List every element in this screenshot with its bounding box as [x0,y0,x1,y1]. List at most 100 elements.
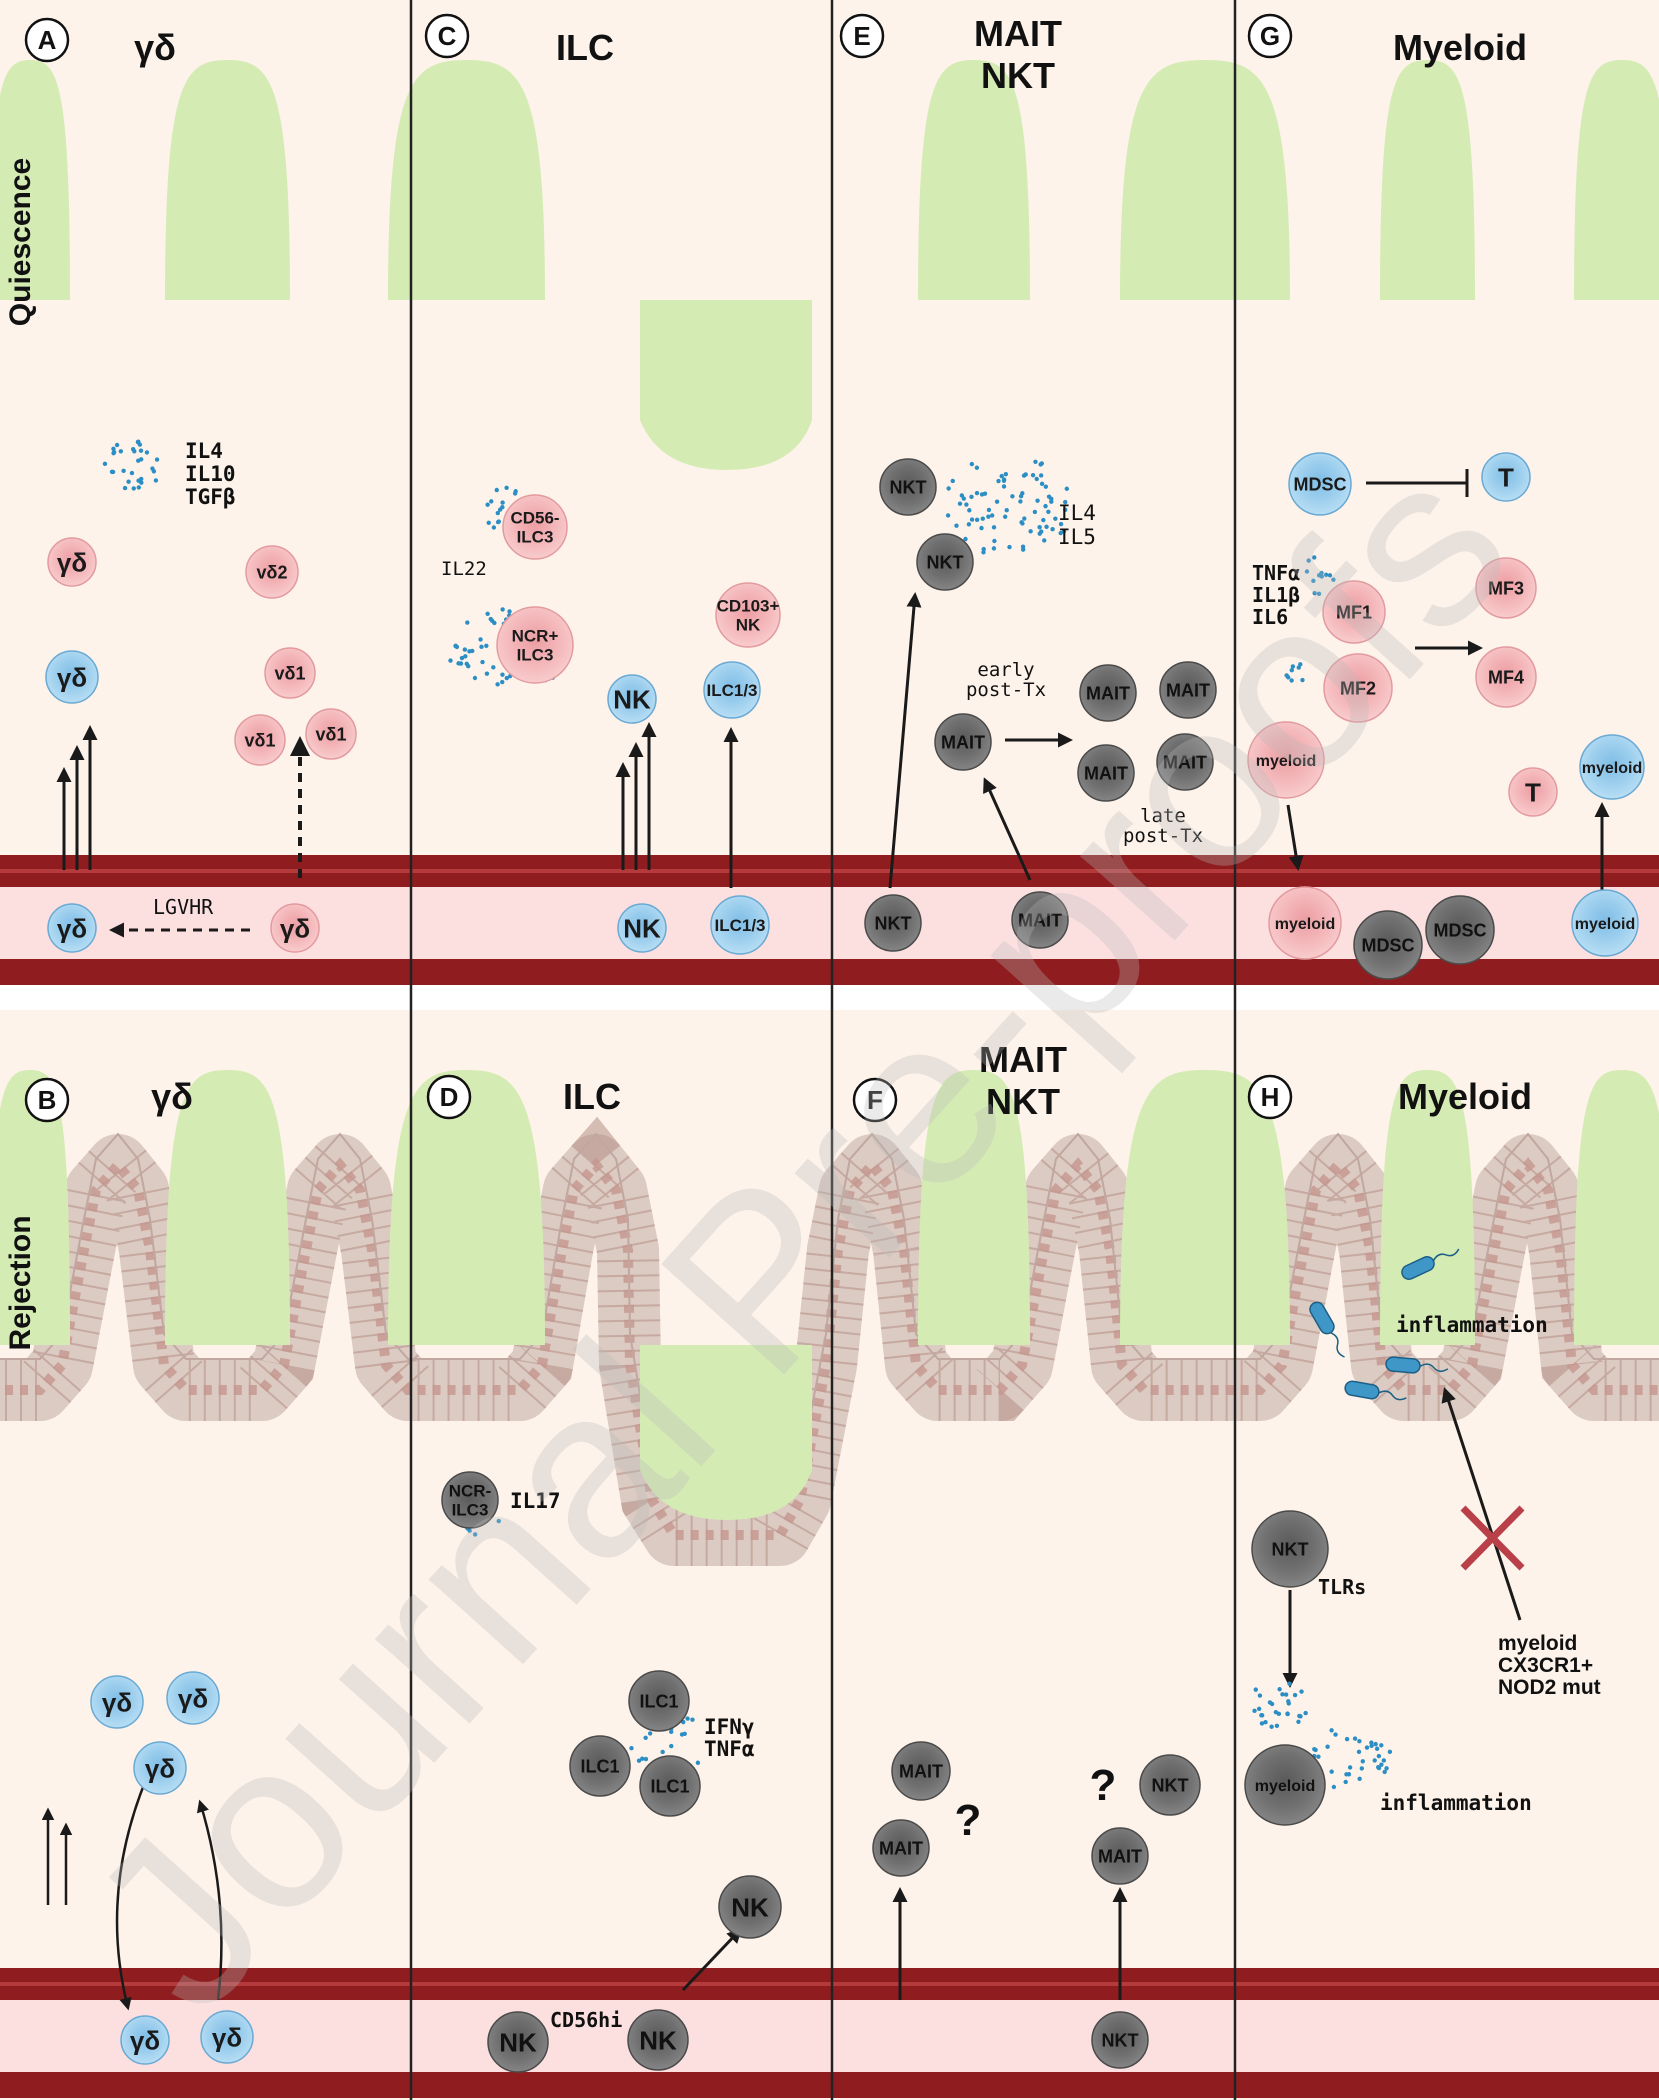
dots-d-ilc1-dot [643,1735,648,1741]
dots-e-dot [986,514,991,519]
arrow-g-myeloid-down [1286,804,1304,871]
intestinal-epithelium [0,0,1659,1566]
quiescence-lumen-1 [0,60,70,300]
dots-h-1-dot [1259,1721,1265,1726]
cell-label: NKT [1102,2030,1139,2050]
panel-letter: F [867,1085,883,1115]
cell-label: CD56- [510,509,559,528]
cell-label: ILC1/3 [714,916,765,935]
dots-c-il22-dot [486,520,491,525]
dots-c-ncr-dot [459,655,465,661]
label-early-post-tx: early [977,659,1034,681]
cell-label: MAIT [1086,683,1130,703]
dots-c-ncr-dot [491,665,496,670]
dots-a-dot [136,485,142,490]
dots-a-dot [122,485,128,491]
cytokines-d: TNFα [704,1737,755,1761]
dots-e-dot [964,502,969,507]
dots-h-2-dot [1357,1776,1362,1781]
cell-body [703,661,761,719]
dots-e-dot [1043,503,1048,509]
dots-h-2-dot [1382,1769,1387,1775]
cell-blue: γδ [133,1741,187,1795]
dots-h-2-dot [1344,1772,1349,1777]
dots-c-ncr-dot [492,620,497,626]
dots-e-dot [1063,499,1068,505]
cell-label: γδ [57,662,87,692]
cytokine-tlrs: TLRs [1318,1575,1366,1599]
dots-d-ilc1-dot [679,1732,685,1737]
cell-blue: γδ [90,1675,144,1729]
question-mark-nkt: ? [1090,1761,1117,1810]
dots-h-2-dot [1372,1758,1377,1763]
cell-label: MF2 [1340,678,1376,698]
cell-label: NKT [1152,1775,1189,1795]
cell-label: myeloid [1575,916,1635,933]
dots-h-1-dot [1297,1713,1302,1719]
cell-blue: ILC1/3 [703,661,761,719]
dots-e-dot [946,486,951,491]
cell-pink: MF3 [1475,557,1537,619]
dots-h-1 [1252,1681,1308,1729]
cell-blue: NK [607,674,657,724]
bacterium-3 [1344,1380,1407,1401]
dots-c-ncr-dot [495,682,500,687]
cell-body [1091,2011,1149,2069]
cell-gray: NKT [1251,1510,1329,1588]
cell-body [627,2009,689,2071]
cell-label: MAIT [1098,1846,1142,1866]
dots-e-dot [961,496,966,501]
dots-e-dot [945,513,951,518]
dots-h-2-dot [1329,1728,1334,1733]
cytokines-d: IFNγ [704,1715,755,1739]
rejection-lumen-4 [918,1070,1030,1345]
dots-a-dot [136,478,141,483]
dots-c-ncr-dot [472,675,478,681]
dots-c-il22-dot [504,485,509,490]
dots-a-dot [132,449,137,454]
cell-label: NKT [927,552,964,572]
cytokine-il22: IL22 [441,558,487,580]
cytokines-e: IL5 [1058,525,1096,549]
cell-label: ILC3 [517,528,554,547]
dots-e-dot [1033,459,1038,464]
bacterium-1-body [1309,1301,1335,1335]
cell-body [1244,1744,1326,1826]
cell-body [639,1755,701,1817]
cell-body [1322,580,1386,644]
cell-body [715,582,781,648]
panel-letter-circle [424,13,470,59]
cell-label: NKT [1272,1539,1309,1559]
cell-body [1353,910,1423,980]
dots-a-dot [154,457,160,462]
dots-h-1-dot [1252,1708,1257,1713]
cytokines-a: IL10 [185,462,236,486]
dots-e-dot [1064,486,1070,491]
cytokines-a: TGFβ [185,485,236,509]
dots-e-dot [1002,514,1008,519]
cell-label: MAIT [1084,763,1128,783]
cell-body [47,903,97,953]
dots-h-1-dot [1257,1693,1263,1698]
cell-body [1475,557,1537,619]
cell-body [441,1471,499,1529]
rejection-lumen-3 [388,1070,545,1345]
quiescence-lumen-5 [1120,60,1290,300]
label-myeloid-cx3cr1: NOD2 mut [1498,1676,1601,1699]
arrow-e-nkt [888,592,922,889]
cell-gray: MAIT [1091,1827,1149,1885]
dots-g-1-dot [1327,573,1333,578]
dots-c-ncr-dot [500,672,505,677]
dots-h-2-dot [1360,1759,1365,1764]
panel-letter: C [438,21,457,51]
cell-body [1571,889,1639,957]
dots-c-il22-dot [491,525,497,530]
cell-body [166,1671,220,1725]
cell-body [133,1741,187,1795]
dots-e-dot [981,546,986,552]
panel-title: NKT [981,55,1055,96]
dots-d-ilc1-dot [643,1756,649,1762]
dots-c-ncr-dot [480,659,485,665]
cell-label: myeloid [1256,753,1316,770]
